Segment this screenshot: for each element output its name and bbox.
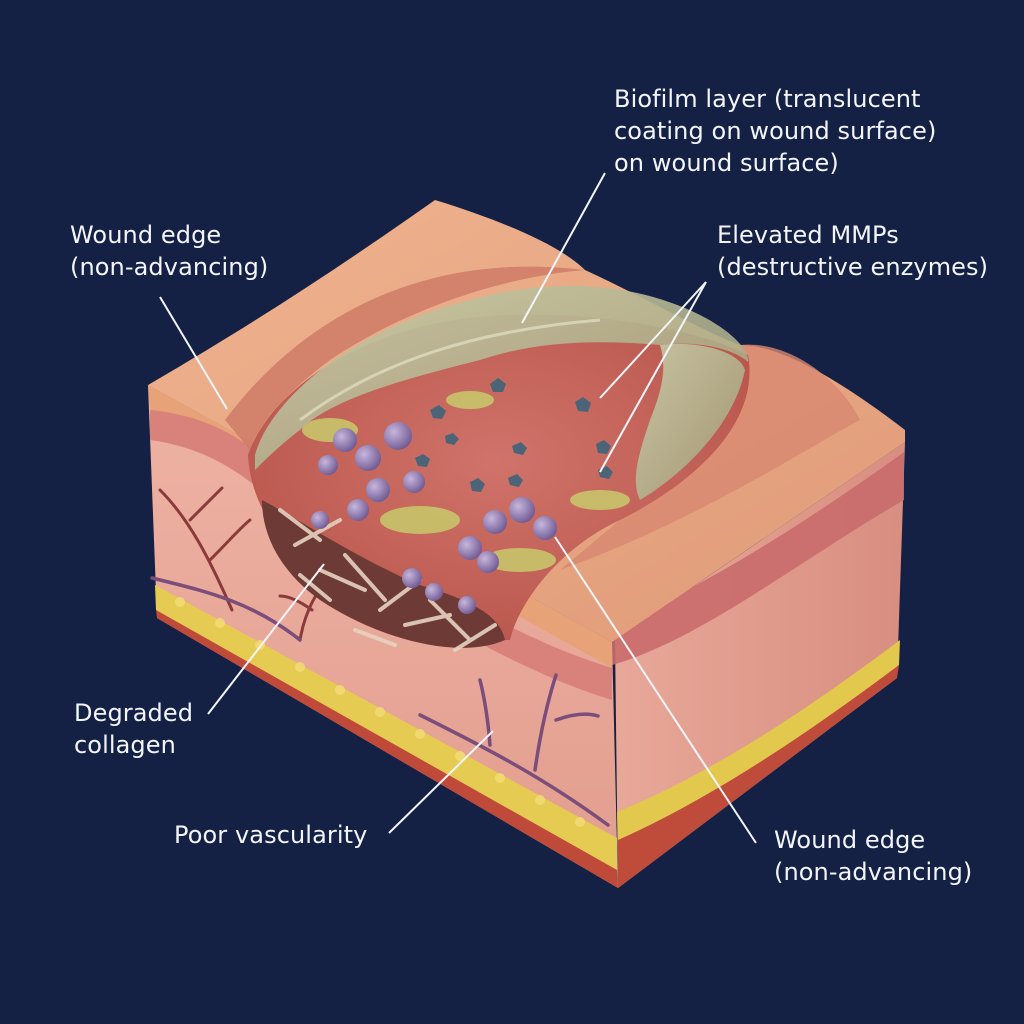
label-wound-edge-left: Wound edge (non-advancing) xyxy=(70,219,268,283)
label-collagen-line-2: collagen xyxy=(74,731,176,759)
wound-crater xyxy=(248,314,750,652)
biofilm-layer xyxy=(255,285,749,500)
label-degraded-collagen: Degraded collagen xyxy=(74,697,193,761)
leader-line-vascularity xyxy=(388,730,494,834)
label-vascularity-line-1: Poor vascularity xyxy=(174,821,368,849)
label-wound-edge-right: Wound edge (non-advancing) xyxy=(774,824,972,888)
label-mmps-line-2: (destructive enzymes) xyxy=(717,253,989,281)
label-poor-vascularity: Poor vascularity xyxy=(174,819,367,851)
leader-line-biofilm xyxy=(521,172,606,324)
leader-line-wound-edge-right xyxy=(554,536,757,844)
label-biofilm-line-2: coating on wound surface) xyxy=(614,117,937,145)
leader-lines xyxy=(159,172,757,844)
label-biofilm-line-3: on wound surface) xyxy=(614,149,839,177)
label-wound-edge-right-line-1: Wound edge xyxy=(774,826,926,854)
leader-line-wound-edge-left xyxy=(159,296,228,410)
label-mmps-line-1: Elevated MMPs xyxy=(717,221,899,249)
block-right-face xyxy=(612,442,905,888)
label-wound-edge-left-line-1: Wound edge xyxy=(70,221,222,249)
leader-line-mmps-1 xyxy=(599,281,707,399)
label-biofilm-layer: Biofilm layer (translucent coating on wo… xyxy=(614,83,936,179)
label-wound-edge-right-line-2: (non-advancing) xyxy=(774,858,973,886)
label-wound-edge-left-line-2: (non-advancing) xyxy=(70,253,269,281)
label-collagen-line-1: Degraded xyxy=(74,699,194,727)
label-elevated-mmps: Elevated MMPs (destructive enzymes) xyxy=(717,219,988,283)
label-biofilm-line-1: Biofilm layer (translucent xyxy=(614,85,921,113)
leader-line-mmps-2 xyxy=(599,281,707,473)
leader-line-collagen xyxy=(207,563,325,715)
